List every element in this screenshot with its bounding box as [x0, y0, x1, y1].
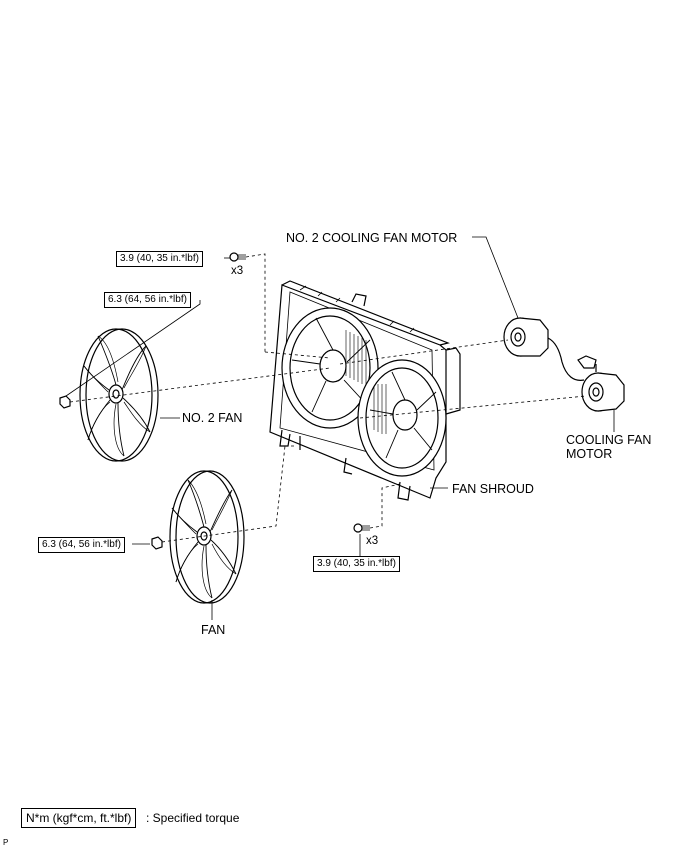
no2-fan-nut-icon: [59, 395, 71, 409]
fan: [169, 470, 245, 604]
no2-fan: [79, 328, 159, 462]
legend-description: : Specified torque: [146, 811, 240, 825]
cooling-fan-motor: [577, 355, 625, 412]
corner-mark: P: [3, 838, 9, 847]
fan-nut-icon: [151, 536, 163, 550]
bottom-bolt-icon: [353, 523, 370, 533]
fan-label: FAN: [201, 623, 226, 637]
assembly-lines: [69, 253, 587, 543]
cooling-fan-motor-label-line2: MOTOR: [566, 447, 613, 461]
fan-shroud-label: FAN SHROUD: [452, 482, 534, 496]
bottom-bolt-quantity: x3: [366, 535, 379, 547]
bottom-bolt-torque-box: 3.9 (40, 35 in.*lbf): [313, 556, 400, 572]
cooling-fan-motor-label-line1: COOLING FAN: [566, 433, 652, 447]
no2-cooling-fan-motor: [503, 317, 585, 381]
legend-unit-box: N*m (kgf*cm, ft.*lbf): [21, 808, 137, 828]
no2-cooling-fan-motor-label: NO. 2 COOLING FAN MOTOR: [286, 231, 458, 245]
fan-nut-torque-box: 6.3 (64, 56 in.*lbf): [38, 537, 125, 553]
no2-fan-label: NO. 2 FAN: [182, 411, 243, 425]
no2-fan-nut-torque-box: 6.3 (64, 56 in.*lbf): [104, 292, 191, 308]
fan-shroud: [269, 280, 461, 501]
top-bolt-quantity: x3: [231, 265, 244, 277]
leader-lines: [65, 236, 615, 620]
top-bolt-icon: [229, 252, 246, 262]
top-bolt-torque-box: 3.9 (40, 35 in.*lbf): [116, 251, 203, 267]
